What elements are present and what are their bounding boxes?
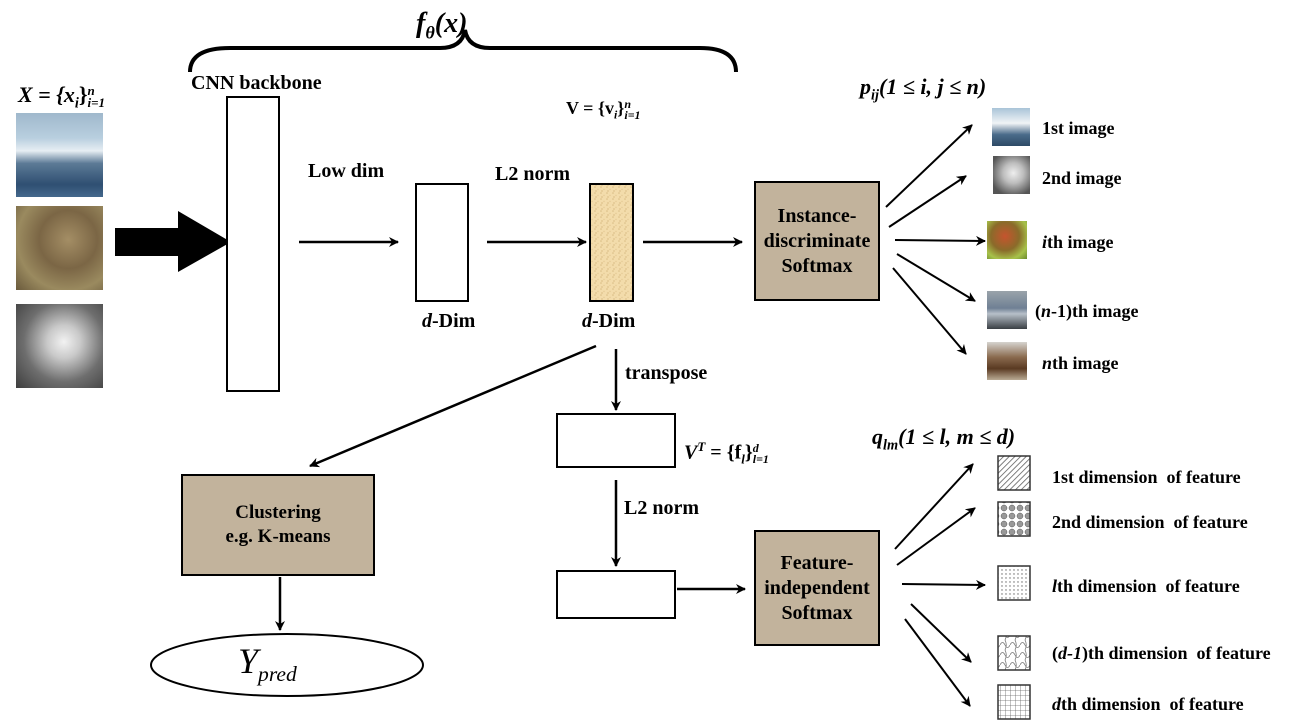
d-dim-label-2: d-Dim [582,310,636,332]
transposed-box [556,413,676,468]
image-output-label: 2nd image [1042,168,1122,188]
output-thumb-1 [992,108,1030,146]
clustering-box: Clustering e.g. K-means [181,474,375,576]
output-thumb-i [987,221,1027,259]
feature-output-label: (d-1)th dimension of feature [1052,643,1271,663]
instance-discriminate-softmax: Instance- discriminate Softmax [754,181,880,301]
d-dim-label-1: d-Dim [422,310,476,332]
texture-swatch-1 [997,455,1031,491]
p-ij-label: pij(1 ≤ i, j ≤ n) [860,74,987,104]
input-image-dog [16,304,103,388]
transpose-label: transpose [625,362,708,384]
q-lm-label: qlm(1 ≤ l, m ≤ d) [872,424,1016,454]
texture-swatch-5 [997,684,1031,720]
texture-swatch-2 [997,501,1031,537]
feature-output-label: 2nd dimension of feature [1052,512,1248,532]
normalized-transposed-box [556,570,676,619]
output-thumb-n [987,342,1027,380]
image-output-label: ith image [1042,232,1114,252]
output-thumb-2 [993,156,1030,194]
y-pred-label: Ypred [238,641,297,687]
input-image-cat [16,206,103,290]
f-theta-label: fθ(x) [416,8,468,43]
image-output-label: nth image [1042,353,1119,373]
output-thumb-n-1 [987,291,1027,329]
feature-independent-softmax: Feature- independent Softmax [754,530,880,646]
texture-swatch-3 [997,565,1031,601]
low-dim-box [415,183,469,302]
image-output-label: 1st image [1042,118,1115,138]
cnn-backbone-label: CNN backbone [191,72,322,94]
normalized-feature-vector [589,183,634,302]
y-pred-ellipse [150,633,424,697]
l2-norm-top-label: L2 norm [495,163,570,185]
input-image-boat [16,113,103,197]
brace-f-theta [188,29,738,73]
cnn-backbone-box [226,96,280,392]
feature-output-label: dth dimension of feature [1052,694,1244,714]
image-output-label: (n-1)th image [1035,301,1139,321]
input-arrow [115,211,231,272]
low-dim-label: Low dim [308,160,385,182]
feature-output-label: 1st dimension of feature [1052,467,1241,487]
l2-norm-bottom-label: L2 norm [624,497,699,519]
texture-swatch-4 [997,635,1031,671]
feature-output-label: lth dimension of feature [1052,576,1240,596]
